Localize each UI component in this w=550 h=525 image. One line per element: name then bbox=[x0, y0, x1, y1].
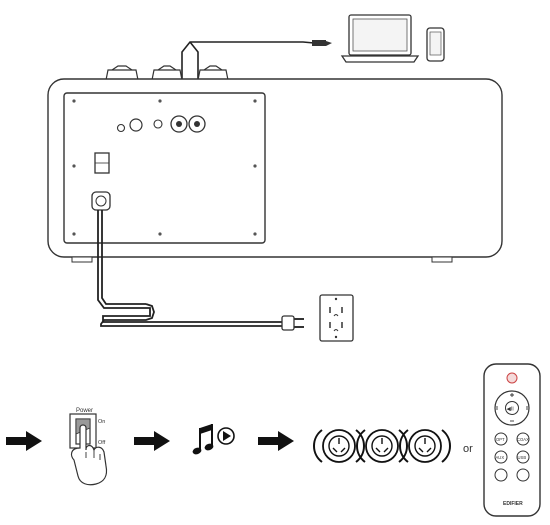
power-switch-off-label: Off bbox=[98, 440, 106, 446]
remote-button-label: OPT bbox=[496, 437, 505, 442]
jack-medium-icon bbox=[129, 118, 143, 132]
jack-small-icon bbox=[116, 123, 126, 133]
power-switch-title: Power bbox=[76, 408, 93, 414]
power-socket-icon bbox=[91, 191, 111, 211]
remote-button-label: USB bbox=[518, 455, 527, 460]
remote-button-label: COAX bbox=[517, 437, 529, 442]
arrow-right-icon bbox=[258, 431, 294, 451]
speaker-top-controls bbox=[105, 65, 229, 81]
arrow-right-icon bbox=[134, 431, 170, 451]
laptop-icon bbox=[340, 14, 420, 63]
remote-brand-label: EDIFIER bbox=[503, 501, 523, 507]
power-cable bbox=[97, 210, 282, 327]
power-switch-on-label: On bbox=[98, 419, 105, 425]
music-note-icon bbox=[192, 424, 235, 455]
rca-input-icon bbox=[170, 115, 206, 133]
or-label: or bbox=[463, 443, 473, 455]
rear-panel bbox=[63, 92, 266, 244]
remote-button-label: AUX bbox=[496, 455, 505, 460]
wall-outlet-icon bbox=[319, 294, 354, 342]
power-switch-step: Power On Off bbox=[69, 408, 106, 449]
knob-icon bbox=[356, 429, 408, 463]
hand-icon bbox=[70, 424, 108, 486]
power-plug-icon bbox=[281, 315, 304, 331]
smartphone-icon bbox=[426, 27, 445, 62]
remote-control-icon: ◀II AUX USB OPT COAX EDIFIER bbox=[483, 363, 541, 517]
jack-small-icon bbox=[153, 119, 163, 129]
remote-center-label: ◀II bbox=[507, 407, 515, 413]
knob-icon bbox=[313, 429, 365, 463]
knob-icon bbox=[399, 429, 451, 463]
arrow-right-icon bbox=[6, 431, 42, 451]
